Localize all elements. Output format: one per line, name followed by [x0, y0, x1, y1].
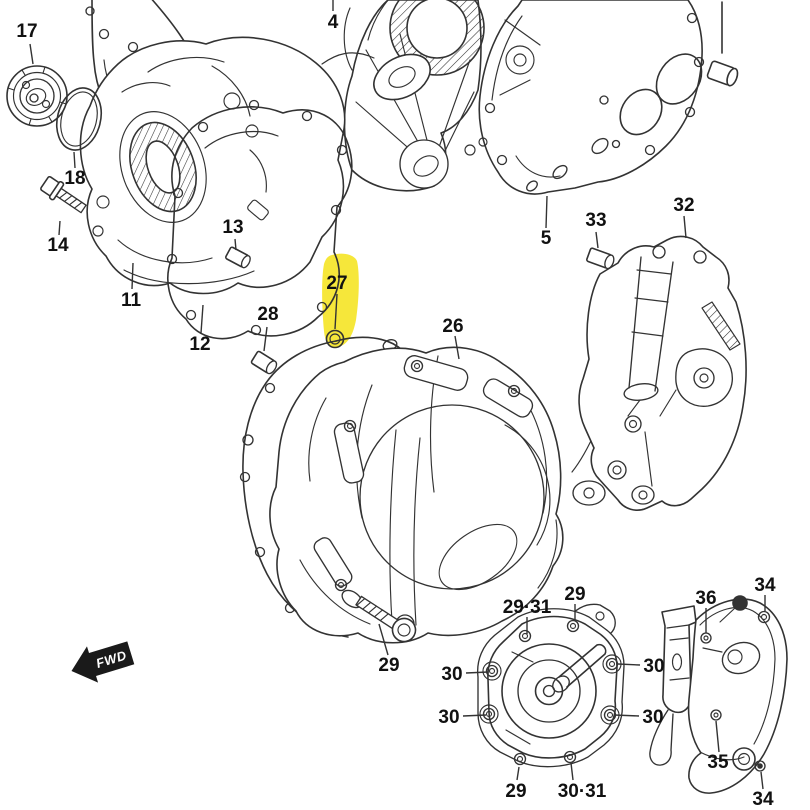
part-number-label[interactable]: 26: [442, 316, 463, 337]
leader-line: [454, 335, 460, 360]
leader-line: [462, 714, 487, 717]
leader-line: [617, 663, 641, 666]
part-33-dowel-pin: [586, 247, 615, 270]
callout-29[interactable]: 29: [505, 766, 527, 802]
callout-30[interactable]: 30: [617, 656, 665, 677]
sprocket-cover-assembly: [649, 595, 788, 794]
part-number-label[interactable]: 36: [695, 588, 716, 609]
part-number-label[interactable]: 29: [564, 584, 585, 605]
callout-13[interactable]: 13: [222, 217, 244, 251]
part-5-gasket: [478, 0, 705, 195]
leader-line: [58, 220, 61, 236]
part-number-label[interactable]: 33: [585, 210, 606, 231]
part-number-label[interactable]: 5: [541, 228, 552, 249]
part-28-dowel-pin: [250, 350, 278, 375]
part-number-label[interactable]: 34: [754, 575, 776, 596]
callout-28[interactable]: 28: [257, 304, 279, 352]
leader-line: [570, 762, 574, 781]
part-18-o-ring: [55, 87, 103, 151]
leader-line: [334, 293, 338, 330]
part-27-highlight: [322, 253, 359, 348]
rubber-plug: [732, 595, 748, 611]
part-number-label[interactable]: 29: [505, 781, 526, 802]
callout-30[interactable]: 30: [441, 664, 489, 685]
leader-line: [73, 151, 76, 169]
callout-34[interactable]: 34: [754, 575, 776, 611]
callout-33[interactable]: 33: [585, 210, 607, 249]
callout-34[interactable]: 34: [752, 771, 774, 810]
callout-36[interactable]: 36: [695, 588, 717, 633]
part-number-label[interactable]: 30: [438, 707, 459, 728]
part-number-label[interactable]: 30: [643, 656, 664, 677]
callout-17[interactable]: 17: [16, 21, 38, 65]
part-number-label[interactable]: 12: [189, 334, 210, 355]
part-number-label[interactable]: 29·31: [503, 597, 552, 618]
part-17-pulley: [6, 65, 68, 127]
part-number-label[interactable]: 27: [326, 273, 347, 294]
part-4-crankcase: [321, 0, 541, 192]
callout-14[interactable]: 14: [47, 220, 69, 256]
callout-12[interactable]: 12: [189, 304, 211, 355]
dowel-pin-top-right: [706, 1, 739, 87]
magneto-cover-assembly: [476, 603, 625, 768]
callout-30-31[interactable]: 30·31: [558, 762, 607, 802]
leader-line: [131, 262, 134, 290]
callout-11[interactable]: 11: [121, 262, 142, 311]
part-number-label[interactable]: 13: [222, 217, 243, 238]
part-number-label[interactable]: 14: [47, 235, 69, 256]
leader-line: [29, 43, 34, 65]
part-29-bolt: [355, 595, 417, 643]
part-14-bolt: [40, 175, 87, 214]
callout-18[interactable]: 18: [64, 151, 86, 189]
part-number-label[interactable]: 18: [64, 168, 85, 189]
leader-line: [263, 326, 268, 352]
part-26-clutch-cover: [269, 346, 564, 644]
part-number-label[interactable]: 30: [642, 707, 663, 728]
part-number-label[interactable]: 28: [257, 304, 278, 325]
part-12-gasket: [166, 99, 353, 340]
leader-line: [234, 238, 237, 251]
part-number-label[interactable]: 4: [328, 12, 339, 33]
water-pump-boss: [373, 53, 431, 101]
part-27-o-ring: [325, 329, 345, 349]
fwd-direction-arrow: FWD: [71, 641, 135, 683]
leader-line: [200, 304, 204, 334]
leader-line: [516, 766, 520, 781]
callout-29-31[interactable]: 29·31: [503, 597, 552, 634]
part-number-label[interactable]: 30: [441, 664, 462, 685]
callout-4[interactable]: 4: [328, 0, 339, 33]
leader-line: [545, 195, 548, 229]
part-11-cover: [79, 36, 346, 295]
callout-30[interactable]: 30: [613, 707, 664, 728]
callout-26[interactable]: 26: [442, 316, 464, 360]
callout-32[interactable]: 32: [673, 195, 695, 239]
part-13-dowel-pin: [225, 246, 251, 269]
part-number-label[interactable]: 34: [752, 789, 774, 810]
part-number-label[interactable]: 32: [673, 195, 694, 216]
leader-line: [760, 771, 764, 790]
leader-line: [378, 623, 389, 656]
part-number-label[interactable]: 29: [378, 655, 399, 676]
part-number-label[interactable]: 35: [707, 752, 729, 773]
fwd-arrow-shape: [71, 641, 135, 683]
part-number-label[interactable]: 17: [16, 21, 37, 42]
part-32-bracket-cover: [571, 235, 747, 511]
callout-layer: 17 18 14 11 12 13 4 5 33 32 28 27 26 29 29·31 29 30 30 30 3…: [16, 0, 776, 810]
leader-line: [715, 720, 720, 753]
callout-30[interactable]: 30: [438, 707, 487, 728]
part-number-label[interactable]: 11: [121, 290, 142, 311]
callout-29[interactable]: 29: [564, 584, 586, 621]
callout-29[interactable]: 29: [378, 623, 400, 676]
part-number-label[interactable]: 30·31: [558, 781, 607, 802]
leader-line: [465, 671, 489, 674]
leader-line: [595, 231, 599, 249]
callout-27[interactable]: 27: [326, 273, 348, 330]
callout-35[interactable]: 35: [707, 720, 729, 773]
leader-line: [613, 714, 640, 717]
leader-line: [683, 215, 687, 239]
callout-5[interactable]: 5: [541, 195, 552, 249]
